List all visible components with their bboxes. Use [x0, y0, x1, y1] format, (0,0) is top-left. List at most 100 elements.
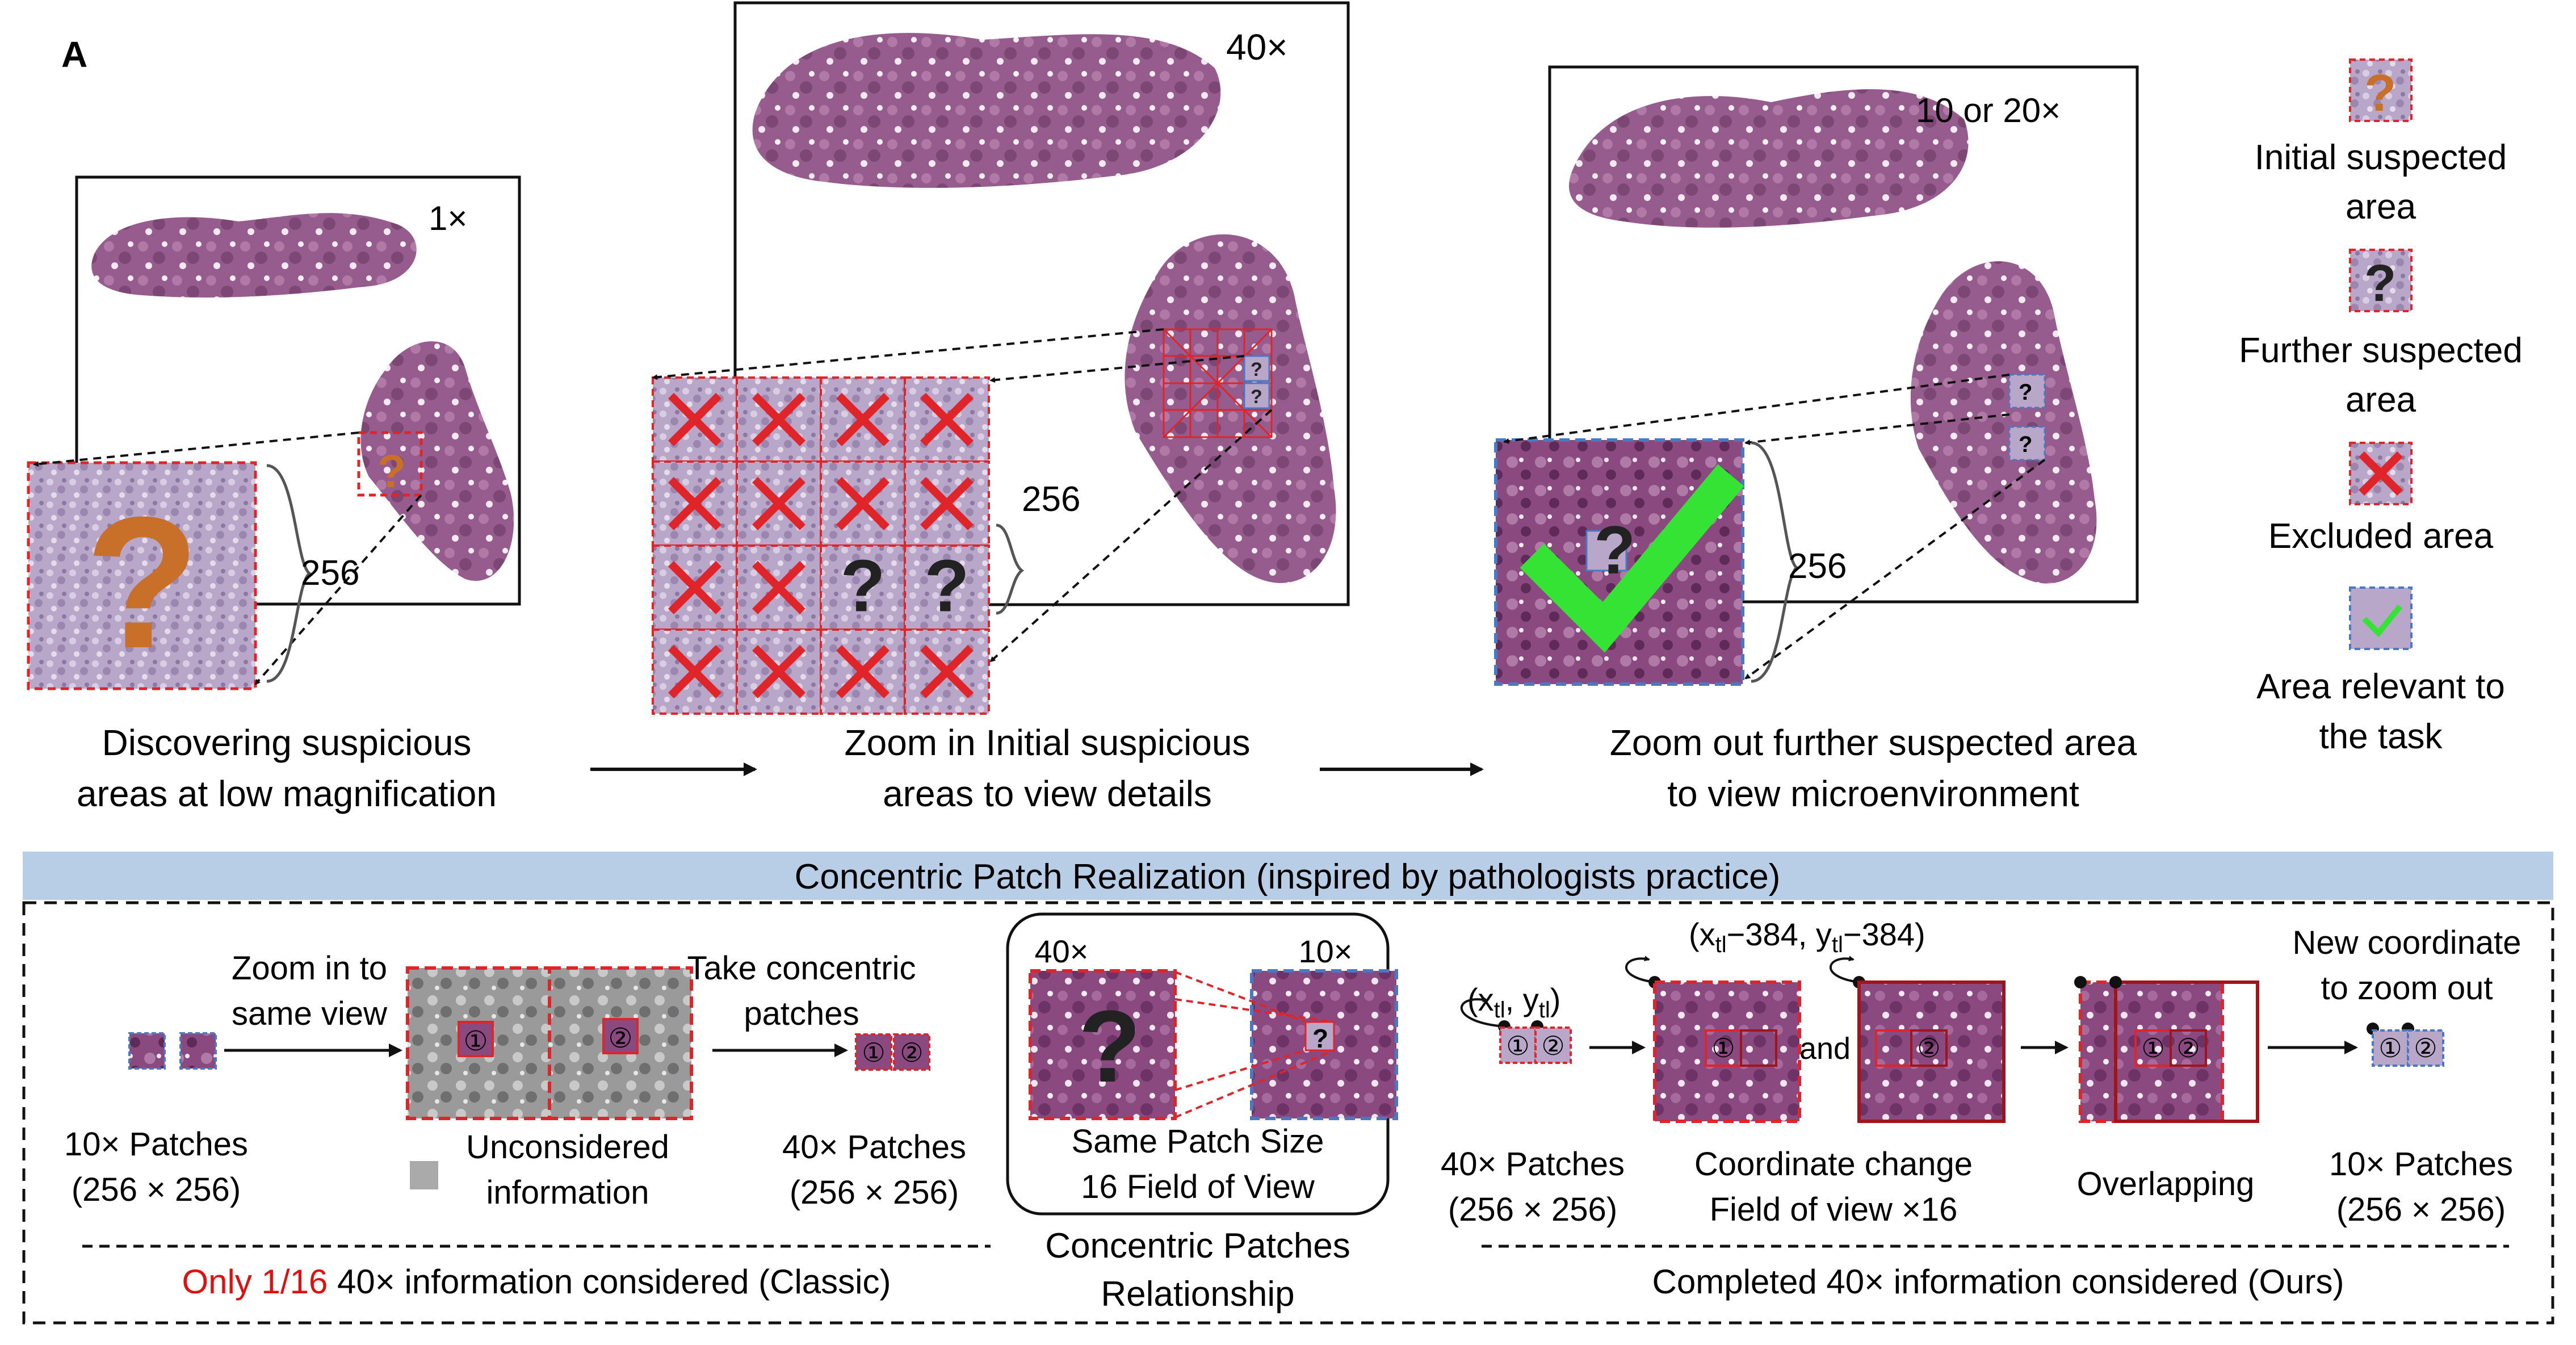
coord-shift-mid: −384, y	[1727, 916, 1832, 952]
coord-shift-end: −384)	[1843, 916, 1925, 952]
overlap-cell-2	[2170, 1029, 2207, 1067]
svg-text:?: ?	[1251, 359, 1262, 380]
legend-relevant-check	[2362, 604, 2402, 638]
zoom-in-l1: Zoom in to	[232, 950, 387, 987]
panel-a-label: A	[61, 34, 87, 75]
brace-256-10x	[1751, 441, 1799, 683]
inner-further-box	[1585, 530, 1627, 572]
zoomed-grid-40x: ??	[652, 376, 990, 715]
ours-10x-patch-2	[2407, 1029, 2444, 1067]
shift-1-num: ①	[1711, 1033, 1735, 1063]
grid-cell-excluded-x	[668, 561, 721, 614]
uncons-l1: Unconsidered	[466, 1129, 669, 1166]
coord-change-l1: Coordinate change	[1694, 1146, 1973, 1183]
classic-caption-rest: 40× information considered (Classic)	[337, 1263, 891, 1301]
initial-suspect-box-1x	[357, 431, 423, 497]
mag-label-10x: 10 or 20×	[1916, 91, 2061, 129]
zoom-line-40x-a	[652, 328, 1164, 380]
mag-label-1x: 1×	[429, 199, 467, 237]
size-label-1x: 256	[301, 554, 359, 593]
initial-question-small: ?	[377, 446, 406, 497]
grid-cell-question: ?	[840, 544, 885, 627]
legend-initial-q: ?	[2364, 64, 2396, 122]
legend-further-l2: area	[2346, 380, 2416, 420]
rel-10x-q: ?	[1312, 1024, 1328, 1053]
focus-cell-2-num: ②	[608, 1024, 632, 1054]
shift-2-num: ②	[1917, 1033, 1940, 1063]
grid-cell-excluded-x	[920, 477, 974, 530]
shift-patch-1-cell2	[1740, 1029, 1777, 1067]
ours-p40-l1: 40× Patches	[1441, 1146, 1625, 1183]
legend-further-l1: Further suspected	[2239, 331, 2523, 370]
grid-cell-excluded-x	[836, 645, 890, 698]
legend-relevant-swatch	[2349, 586, 2413, 650]
panel-b-title: Concentric Patch Realization (inspired b…	[795, 857, 1781, 896]
grid-cell-excluded-x	[836, 477, 890, 530]
further-q-a: ?	[2019, 380, 2032, 405]
coord-curl-3	[1829, 956, 1860, 983]
grid-cell-excluded-x	[752, 561, 805, 614]
grid-cell-excluded-x	[668, 645, 721, 698]
shift-patch-2-cell2	[1910, 1029, 1948, 1067]
ours-p10-l1: 10× Patches	[2329, 1146, 2513, 1183]
zoom-line-40x-b	[989, 355, 1245, 383]
overlap-num-2: ②	[2176, 1033, 2200, 1063]
take-l2: patches	[744, 995, 859, 1032]
overlap-num-1: ①	[2141, 1033, 2164, 1063]
coord-tl-label: (xtl, ytl)	[1467, 982, 1560, 1023]
rel-line-d	[1174, 1049, 1335, 1118]
legend-initial-swatch	[2349, 58, 2413, 122]
legend-excluded-x	[2359, 451, 2403, 496]
coord-curl-2	[1625, 956, 1655, 983]
overlap-dot-1	[2074, 976, 2087, 988]
focus-cell-1	[458, 1021, 494, 1057]
legend-further-swatch	[2349, 249, 2413, 312]
coord-shift-label: (xtl−384, ytl−384)	[1689, 916, 1925, 957]
step1-caption-l2: areas at low magnification	[77, 773, 497, 814]
rel-title-l2: Relationship	[1101, 1275, 1294, 1314]
grid-cell-excluded-x	[752, 393, 805, 446]
classic-p40-l2: (256 × 256)	[790, 1174, 959, 1211]
coord-shift-sub-x: tl	[1715, 932, 1727, 957]
step3-caption-l1: Zoom out further suspected area	[1610, 722, 2137, 763]
classic-40x-patch-1	[855, 1033, 892, 1071]
shift-patch-2	[1857, 981, 2006, 1123]
grid-cell-question: ?	[924, 544, 969, 627]
ours-p40-l2: (256 × 256)	[1448, 1191, 1617, 1228]
overlapping-label: Overlapping	[2077, 1166, 2255, 1202]
mag-label-40x: 40×	[1226, 27, 1288, 68]
ours-10x-num-1: ①	[2378, 1033, 2402, 1063]
rel-title-l1: Concentric Patches	[1045, 1226, 1350, 1266]
step1-caption-l1: Discovering suspicious	[102, 722, 472, 763]
rel-fov: 16 Field of View	[1081, 1168, 1315, 1205]
brace-256-40x	[996, 523, 1025, 615]
rel-40x-label: 40×	[1035, 933, 1089, 969]
wsi-tissue-10x	[1569, 89, 2097, 584]
coord-tl-mid: , y	[1505, 982, 1539, 1017]
ours-40x-num-1: ①	[1506, 1031, 1529, 1061]
green-check-large	[1520, 464, 1744, 653]
ours-p10-l2: (256 × 256)	[2336, 1191, 2506, 1228]
zoom-line-10x-c	[1744, 459, 2046, 680]
classic-p10-l1: 10× Patches	[64, 1126, 248, 1163]
zoom-line-1x-b	[254, 494, 422, 685]
rel-40x-patch	[1029, 969, 1177, 1120]
zoomed-patch-1x	[27, 461, 257, 690]
initial-question-large: ?	[85, 477, 200, 687]
rel-40x-q: ?	[1079, 990, 1141, 1104]
legend-initial-l1: Initial suspected	[2255, 138, 2507, 177]
coord-tl-sub-y: tl	[1539, 998, 1550, 1023]
further-box-10x-a	[2008, 374, 2046, 409]
zoom-line-40x-c	[989, 409, 1273, 663]
further-box-10x-b	[2008, 426, 2046, 461]
size-label-40x: 256	[1022, 480, 1080, 519]
brace-256-1x	[266, 464, 312, 683]
rel-line-c	[1174, 1049, 1306, 1091]
rel-10x-focus	[1304, 1021, 1335, 1051]
size-label-10x: 256	[1788, 547, 1847, 586]
coord-change-l2: Field of view ×16	[1710, 1191, 1958, 1228]
grid-cell-excluded-x	[836, 393, 890, 446]
rel-same-size: Same Patch Size	[1072, 1123, 1324, 1160]
new-coord-l1: New coordinate	[2293, 924, 2522, 961]
